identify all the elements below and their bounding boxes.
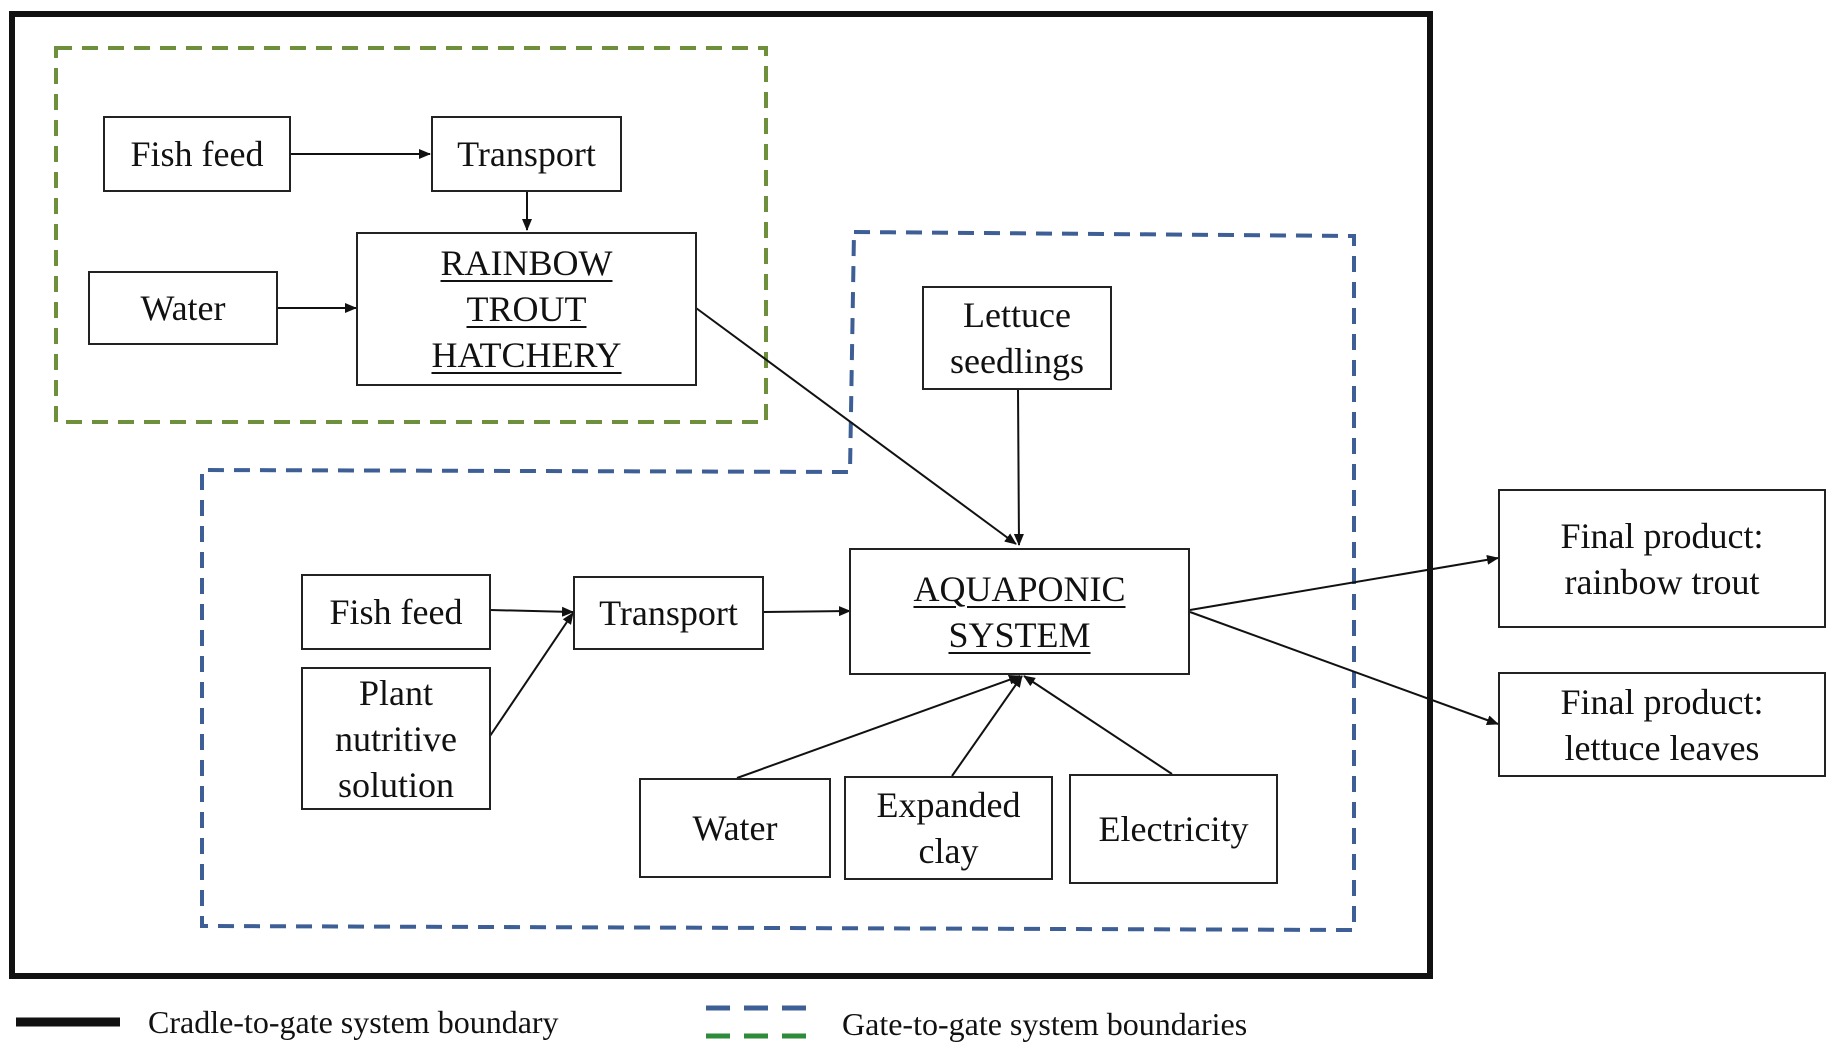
node-text-line: Fish feed — [329, 592, 463, 632]
node-expanded-clay: Expanded clay — [844, 776, 1053, 880]
hatchery-boundary — [54, 46, 768, 424]
arrow-lettuce-to-aquaponic — [1013, 389, 1024, 546]
node-fish-feed-aquaponic: Fish feed — [301, 574, 491, 650]
node-rainbow-trout-hatchery: RAINBOW TROUT HATCHERY — [356, 232, 697, 386]
arrow-aquaponic-to-lettuce — [1189, 611, 1499, 725]
node-fish-feed-hatchery: Fish feed — [103, 116, 291, 192]
node-plant-nutritive-solution: Plant nutritive solution — [301, 667, 491, 810]
arrow-fishfeed2-to-transport2 — [489, 606, 574, 617]
node-aquaponic-system: AQUAPONIC SYSTEM — [849, 548, 1190, 675]
arrow-water2-to-aquaponic — [736, 675, 1021, 779]
node-text-line: clay — [918, 831, 979, 871]
node-text-line: seedlings — [950, 341, 1084, 381]
node-electricity: Electricity — [1069, 774, 1278, 884]
node-text-line: Plant — [358, 672, 433, 713]
arrow-aquaponic-to-trout — [1189, 554, 1499, 611]
arrow-electricity-to-aquaponic — [1023, 675, 1173, 775]
node-text-line: Electricity — [1098, 809, 1249, 849]
aquaponic-boundary — [200, 229, 1356, 933]
node-text-line: Water — [140, 288, 226, 328]
node-text-line: TROUT — [466, 289, 587, 329]
node-text-line: AQUAPONIC — [913, 568, 1126, 609]
node-text-line: Fish feed — [130, 134, 264, 174]
node-text-line: solution — [337, 764, 454, 805]
node-text-line: Final product: — [1560, 681, 1764, 722]
node-text-line: Expanded — [876, 785, 1021, 825]
node-water-hatchery: Water — [88, 271, 278, 345]
node-text-line: Transport — [457, 134, 596, 174]
node-final-product-trout: Final product: rainbow trout — [1498, 489, 1826, 628]
node-text-line: Final product: — [1560, 515, 1764, 556]
node-text-line: rainbow trout — [1564, 561, 1760, 602]
node-text-line: lettuce leaves — [1564, 727, 1760, 768]
cradle-to-gate-boundary — [9, 11, 1433, 979]
node-text-line: Lettuce — [963, 295, 1071, 335]
node-text-line: nutritive — [335, 718, 457, 759]
node-text-line: HATCHERY — [431, 335, 622, 375]
node-text-line: Water — [692, 808, 778, 848]
node-final-product-lettuce: Final product: lettuce leaves — [1498, 672, 1826, 777]
arrow-transport2-to-aquaponic — [763, 606, 851, 617]
node-text-line: Transport — [599, 593, 738, 633]
legend-cradle-to-gate: Cradle-to-gate system boundary — [148, 1004, 559, 1040]
node-text-line: RAINBOW — [440, 243, 613, 283]
node-lettuce-seedlings: Lettuce seedlings — [922, 286, 1112, 390]
node-water-aquaponic: Water — [639, 778, 831, 878]
node-text-line: SYSTEM — [948, 614, 1091, 655]
arrow-hatchery-to-aquaponic — [695, 307, 1017, 545]
legend-gate-to-gate: Gate-to-gate system boundaries — [842, 1006, 1248, 1042]
node-transport-hatchery: Transport — [431, 116, 622, 192]
arrow-clay-to-aquaponic — [951, 675, 1023, 777]
node-transport-aquaponic: Transport — [573, 576, 764, 650]
arrow-solution-to-transport2 — [489, 612, 574, 737]
